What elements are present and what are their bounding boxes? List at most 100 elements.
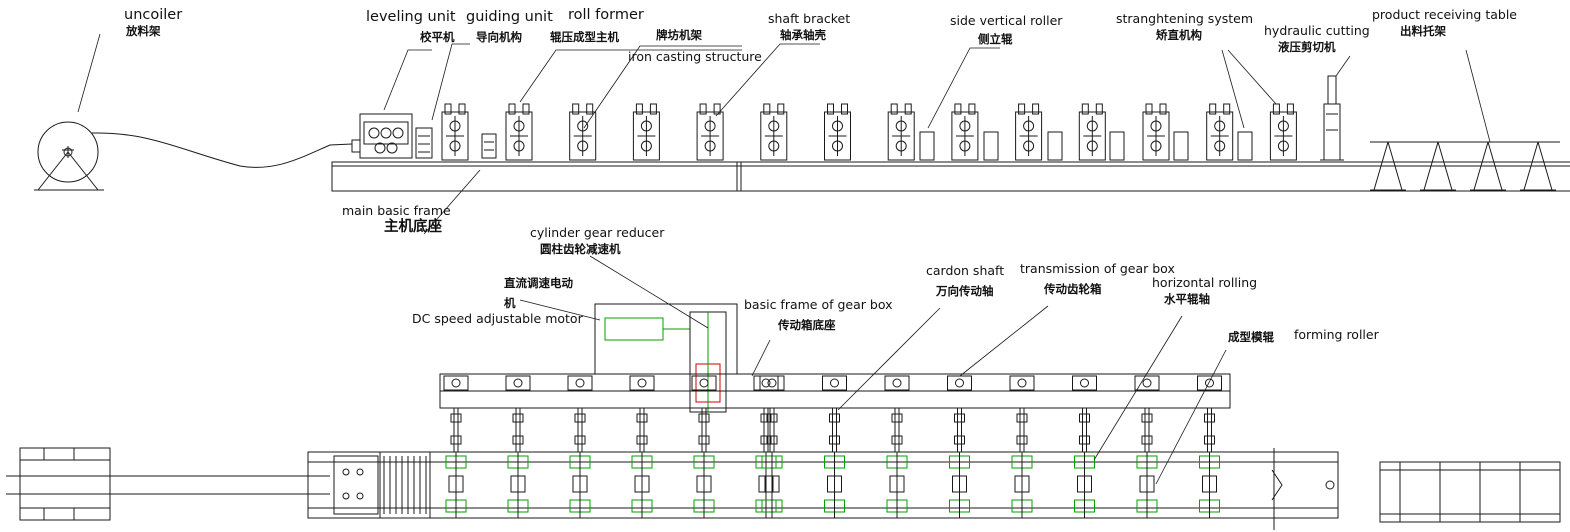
receiving-table-supports bbox=[1370, 141, 1556, 191]
roll-stand bbox=[824, 103, 851, 161]
roll-stand bbox=[1015, 103, 1043, 161]
label-roll-former-cn: 辊压成型主机 bbox=[550, 30, 619, 44]
gearbox-unit bbox=[884, 375, 910, 391]
label-dc-motor: DC speed adjustable motor bbox=[412, 311, 583, 326]
label-stand-cn: 牌坊机架 bbox=[656, 28, 702, 42]
hydraulic-cutting bbox=[1323, 103, 1341, 161]
cardon-shaft-unit bbox=[1079, 408, 1090, 452]
label-cardon-shaft-cn: 万向传动轴 bbox=[936, 284, 994, 298]
cardon-shaft-unit bbox=[1016, 408, 1028, 452]
roll-stand bbox=[1078, 103, 1106, 161]
forming-roller-set bbox=[1199, 452, 1220, 518]
dc-motor bbox=[604, 317, 664, 341]
label-dc-motor-cn-2: 机 bbox=[504, 296, 516, 310]
gearbox-unit bbox=[947, 375, 972, 391]
roll-stand bbox=[1142, 103, 1170, 161]
gearbox-unit bbox=[505, 375, 531, 391]
side-vertical-roller bbox=[919, 131, 935, 161]
guiding-unit bbox=[415, 127, 433, 159]
label-gearbox-frame-cn: 传动箱底座 bbox=[778, 318, 836, 332]
label-transmission: transmission of gear box bbox=[1020, 261, 1175, 276]
label-straightening-cn: 矫直机构 bbox=[1156, 28, 1202, 42]
label-dc-motor-cn-1: 直流调速电动 bbox=[504, 276, 573, 290]
gearbox-unit bbox=[1197, 375, 1222, 391]
gearbox-unit bbox=[1009, 375, 1035, 391]
cardon-shaft-unit bbox=[760, 408, 772, 452]
label-uncoiler: uncoiler bbox=[124, 7, 183, 23]
label-gearbox-frame: basic frame of gear box bbox=[744, 297, 893, 312]
cardon-shaft-unit bbox=[891, 408, 903, 452]
forming-roller-set bbox=[1136, 452, 1158, 518]
label-iron-casting: iron casting structure bbox=[628, 49, 762, 64]
cardon-shaft-unit bbox=[574, 408, 586, 452]
roll-stand bbox=[887, 103, 915, 161]
forming-roller-set bbox=[761, 452, 783, 518]
gearbox-unit bbox=[629, 375, 655, 391]
forming-roller-set bbox=[445, 452, 467, 518]
label-gear-reducer: cylinder gear reducer bbox=[530, 225, 665, 240]
roll-stand bbox=[1269, 103, 1297, 161]
cardon-shaft-unit bbox=[1141, 408, 1153, 452]
roll-stand bbox=[505, 103, 533, 161]
roll-stand bbox=[951, 103, 979, 161]
gearbox-unit bbox=[753, 375, 779, 391]
forming-roller-set bbox=[693, 452, 715, 518]
cardon-shaft-unit bbox=[698, 408, 710, 452]
forming-roller-set bbox=[1074, 452, 1095, 518]
label-hydraulic-cutting-cn: 液压剪切机 bbox=[1278, 40, 1336, 54]
label-roll-former: roll former bbox=[568, 7, 644, 23]
forming-roller-set bbox=[886, 452, 908, 518]
cardon-shaft-unit bbox=[636, 408, 648, 452]
label-main-frame-cn: 主机底座 bbox=[384, 219, 442, 235]
forming-roller-set bbox=[1011, 452, 1033, 518]
gearbox-unit bbox=[567, 375, 593, 391]
cardon-shaft-unit bbox=[512, 408, 524, 452]
gearbox-unit bbox=[822, 375, 847, 391]
label-side-vertical-roller-cn: 侧立辊 bbox=[978, 32, 1013, 46]
cardon-shaft-unit bbox=[766, 408, 778, 452]
label-shaft-bracket-cn: 轴承轴壳 bbox=[780, 28, 826, 42]
label-shaft-bracket: shaft bracket bbox=[768, 11, 851, 26]
label-guiding-unit: guiding unit bbox=[466, 9, 553, 25]
leveling-unit bbox=[359, 113, 413, 159]
forming-roller-set bbox=[507, 452, 529, 518]
roll-stand bbox=[441, 103, 469, 161]
label-receiving-table: product receiving table bbox=[1372, 7, 1518, 22]
main-basic-frame bbox=[331, 161, 1570, 192]
roll-stand bbox=[696, 103, 724, 161]
gearbox-unit bbox=[759, 375, 785, 391]
label-receiving-table-cn: 出料托架 bbox=[1400, 24, 1446, 38]
label-main-frame: main basic frame bbox=[342, 203, 451, 218]
label-transmission-cn: 传动齿轮箱 bbox=[1044, 282, 1102, 296]
roll-stand bbox=[632, 103, 660, 161]
roll-stand bbox=[569, 103, 597, 161]
label-uncoiler-cn: 放料架 bbox=[126, 24, 161, 38]
label-forming-roller: forming roller bbox=[1294, 327, 1379, 342]
receiving-table-plan bbox=[1379, 461, 1561, 523]
label-leveling-unit-cn: 校平机 bbox=[420, 30, 455, 44]
label-straightening: stranghtening system bbox=[1116, 11, 1253, 26]
forming-roller-set bbox=[631, 452, 653, 518]
gearbox-unit bbox=[691, 375, 717, 391]
cardon-shaft-unit bbox=[450, 408, 462, 452]
gearbox-unit bbox=[1134, 375, 1160, 391]
label-guiding-unit-cn: 导向机构 bbox=[476, 30, 522, 44]
label-horizontal-rolling-cn: 水平辊轴 bbox=[1164, 292, 1210, 306]
forming-roller-set bbox=[569, 452, 591, 518]
cardon-shaft-unit bbox=[954, 408, 965, 452]
forming-roller-set bbox=[824, 452, 845, 518]
cardon-shaft-unit bbox=[829, 408, 840, 452]
label-leveling-unit: leveling unit bbox=[366, 9, 456, 25]
roll-stand bbox=[1206, 103, 1234, 161]
label-cardon-shaft: cardon shaft bbox=[926, 263, 1005, 278]
label-gear-reducer-cn: 圆柱齿轮减速机 bbox=[540, 242, 621, 256]
roll-stand bbox=[760, 103, 788, 161]
cardon-shaft-unit bbox=[1204, 408, 1215, 452]
gearbox-unit bbox=[443, 375, 469, 391]
label-side-vertical-roller: side vertical roller bbox=[950, 13, 1063, 28]
main-frame-plan bbox=[307, 451, 1339, 519]
label-forming-roller-cn: 成型模辊 bbox=[1228, 330, 1274, 344]
gearbox-unit bbox=[1072, 375, 1097, 391]
forming-roller-set bbox=[949, 452, 970, 518]
